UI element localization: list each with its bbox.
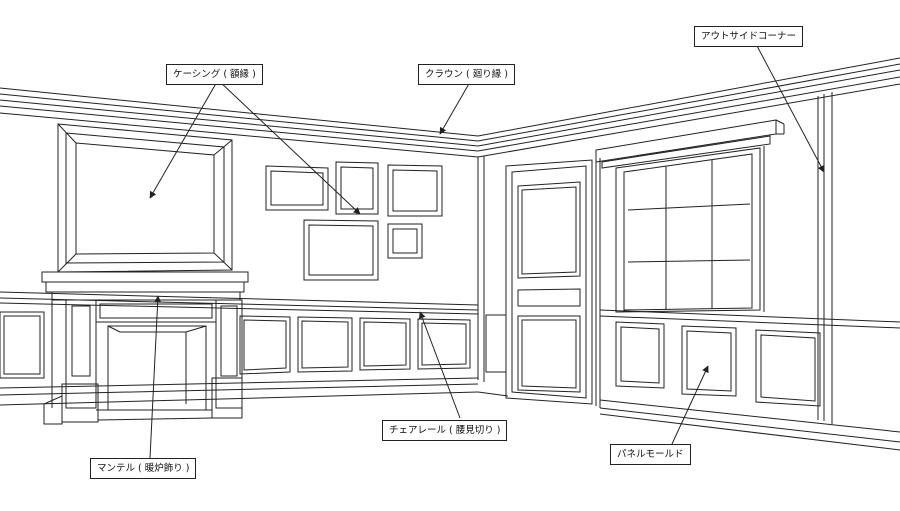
crown-label: クラウン ( 廻り縁 ) (418, 64, 515, 85)
mantel-label: マンテル ( 暖炉飾り ) (90, 458, 197, 479)
casing-label: ケーシング ( 額縁 ) (166, 64, 263, 85)
large-casing-frame (57, 123, 233, 273)
door (505, 158, 601, 408)
panel-mold-label: パネルモールド (610, 444, 691, 465)
leader-arrows (149, 43, 825, 459)
small-frames (265, 161, 443, 281)
outside-corner-trim (817, 92, 833, 424)
chair-rail-label: チェアレール ( 腰見切り ) (382, 420, 508, 441)
baseboard-right (599, 399, 900, 451)
crown-molding-left (0, 87, 479, 158)
room-corner (477, 156, 485, 382)
fireplace-mantel (41, 271, 249, 425)
crown-molding-right (477, 57, 900, 158)
wainscot-panels-left (0, 311, 507, 379)
window (595, 119, 785, 313)
baseboard-left (0, 377, 509, 406)
wainscot-panels-right (615, 321, 821, 407)
chair-rail-right (599, 309, 900, 329)
outside-corner-label: アウトサイドコーナー (694, 26, 804, 47)
